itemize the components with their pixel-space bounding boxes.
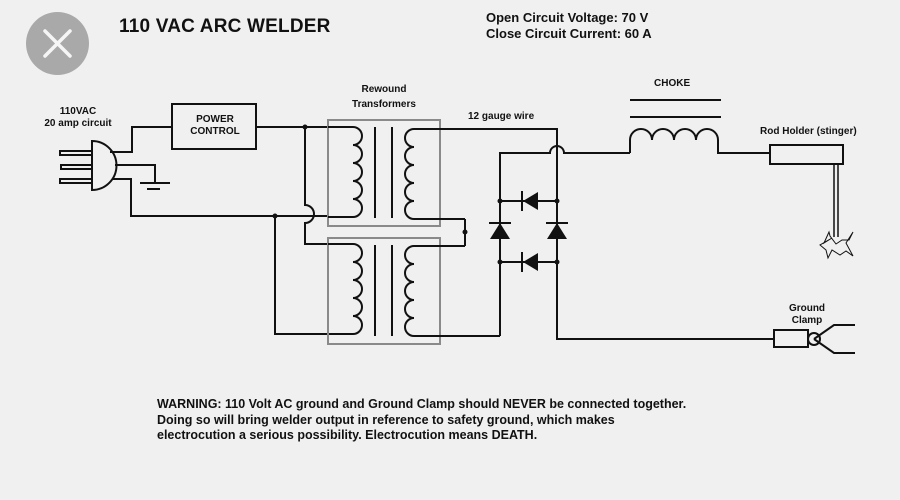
rod-holder [769, 144, 844, 237]
close-circuit-current: Close Circuit Current: 60 A [486, 26, 652, 41]
diode-icon [523, 253, 538, 271]
warning-text: WARNING: 110 Volt AC ground and Ground C… [157, 397, 687, 442]
ground-clamp [773, 324, 855, 354]
wire-12-gauge [440, 128, 558, 150]
wire-neutral [112, 178, 305, 217]
arc-spark-icon [819, 230, 854, 260]
rod-holder-label: Rod Holder (stinger) [760, 126, 857, 137]
wire-hot [110, 126, 172, 153]
open-circuit-voltage: Open Circuit Voltage: 70 V [486, 10, 649, 25]
diagram-title: 110 VAC ARC WELDER [119, 16, 331, 37]
wire-gauge-label: 12 gauge wire [468, 111, 535, 122]
specs-block: Open Circuit Voltage: 70 V Close Circuit… [486, 10, 652, 42]
diode-icon [523, 192, 538, 210]
choke-label: CHOKE [654, 78, 691, 89]
source-label: 110VAC 20 amp circuit [44, 106, 112, 129]
power-control-label: POWER CONTROL [190, 114, 240, 137]
transformer-top [327, 119, 465, 227]
diode-icon [547, 223, 567, 239]
transformer-bottom [327, 237, 500, 345]
ground-clamp-label: Ground Clamp [788, 303, 826, 326]
close-icon [43, 29, 72, 58]
wire-ground [115, 164, 156, 182]
transformers-label: Rewound Transformers [352, 84, 416, 110]
plug-icon [59, 139, 118, 192]
choke-inductor [629, 99, 770, 154]
diode-icon [490, 223, 510, 239]
ground-icon [140, 182, 170, 190]
close-button[interactable] [26, 12, 89, 75]
bridge-rectifier [489, 191, 568, 272]
